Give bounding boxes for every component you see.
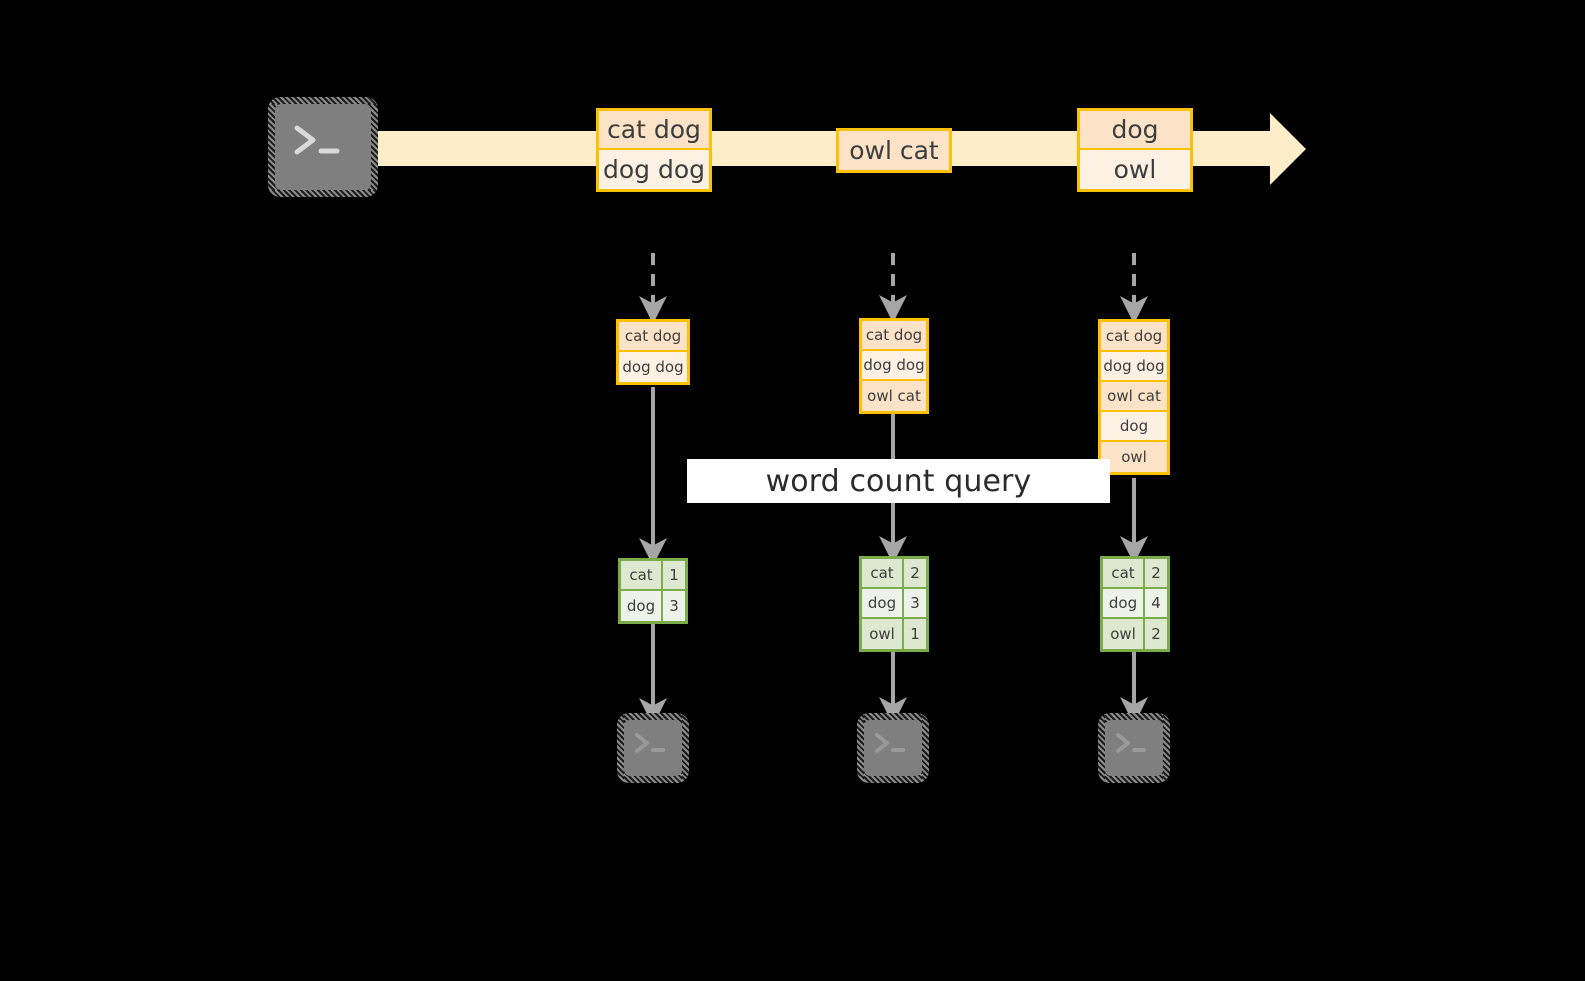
snapshot-line: owl cat <box>1101 382 1167 412</box>
snapshot-line: cat dog <box>619 322 687 352</box>
table-row: dog 3 <box>862 589 926 619</box>
snapshot-line: owl cat <box>862 381 926 411</box>
table-row: cat 1 <box>621 561 685 591</box>
sink-terminal-icon-column-3 <box>1098 713 1170 783</box>
result-count: 3 <box>904 589 926 617</box>
terminal-prompt-glyph <box>635 733 665 753</box>
result-word: cat <box>862 559 904 587</box>
result-count: 2 <box>904 559 926 587</box>
result-word: owl <box>1103 619 1145 649</box>
table-row: dog 3 <box>621 591 685 621</box>
snapshot-line: owl <box>1101 442 1167 472</box>
terminal-prompt-glyph <box>875 733 905 753</box>
query-banner-label: word count query <box>765 463 1032 499</box>
terminal-prompt-glyph <box>294 125 340 155</box>
table-row: owl 1 <box>862 619 926 649</box>
snapshot-line: dog dog <box>619 352 687 382</box>
table-row: owl 2 <box>1103 619 1167 649</box>
terminal-body <box>275 104 371 190</box>
table-row: cat 2 <box>862 559 926 589</box>
query-banner: word count query <box>687 459 1110 503</box>
sink-terminal-icon-column-1 <box>617 713 689 783</box>
snapshot-column-3: cat dog dog dog owl cat dog owl <box>1098 319 1170 475</box>
result-count: 2 <box>1145 619 1167 649</box>
result-table-column-1: cat 1 dog 3 <box>618 558 688 624</box>
sink-terminal-icon-column-2 <box>857 713 929 783</box>
snapshot-line: dog <box>1101 412 1167 442</box>
stream-record-1: cat dog dog dog <box>596 108 712 192</box>
result-word: owl <box>862 619 904 649</box>
record-line: owl <box>1080 150 1190 189</box>
record-line: owl cat <box>839 131 949 170</box>
source-terminal-icon <box>268 97 378 197</box>
snapshot-column-2: cat dog dog dog owl cat <box>859 318 929 414</box>
result-word: cat <box>621 561 663 589</box>
snapshot-line: cat dog <box>1101 322 1167 352</box>
snapshot-line: cat dog <box>862 321 926 351</box>
snapshot-line: dog dog <box>1101 352 1167 382</box>
stream-record-3: dog owl <box>1077 108 1193 192</box>
snapshot-line: dog dog <box>862 351 926 381</box>
result-count: 1 <box>904 619 926 649</box>
result-count: 1 <box>663 561 685 589</box>
terminal-prompt-glyph <box>1116 733 1146 753</box>
result-word: cat <box>1103 559 1145 587</box>
record-line: dog dog <box>599 150 709 189</box>
snapshot-column-1: cat dog dog dog <box>616 319 690 385</box>
record-line: dog <box>1080 111 1190 150</box>
result-count: 3 <box>663 591 685 621</box>
result-word: dog <box>1103 589 1145 617</box>
result-count: 2 <box>1145 559 1167 587</box>
record-line: cat dog <box>599 111 709 150</box>
table-row: cat 2 <box>1103 559 1167 589</box>
result-table-column-2: cat 2 dog 3 owl 1 <box>859 556 929 652</box>
result-word: dog <box>621 591 663 621</box>
result-count: 4 <box>1145 589 1167 617</box>
stream-record-2: owl cat <box>836 128 952 173</box>
stream-arrow-head <box>1270 113 1306 185</box>
result-table-column-3: cat 2 dog 4 owl 2 <box>1100 556 1170 652</box>
table-row: dog 4 <box>1103 589 1167 619</box>
result-word: dog <box>862 589 904 617</box>
